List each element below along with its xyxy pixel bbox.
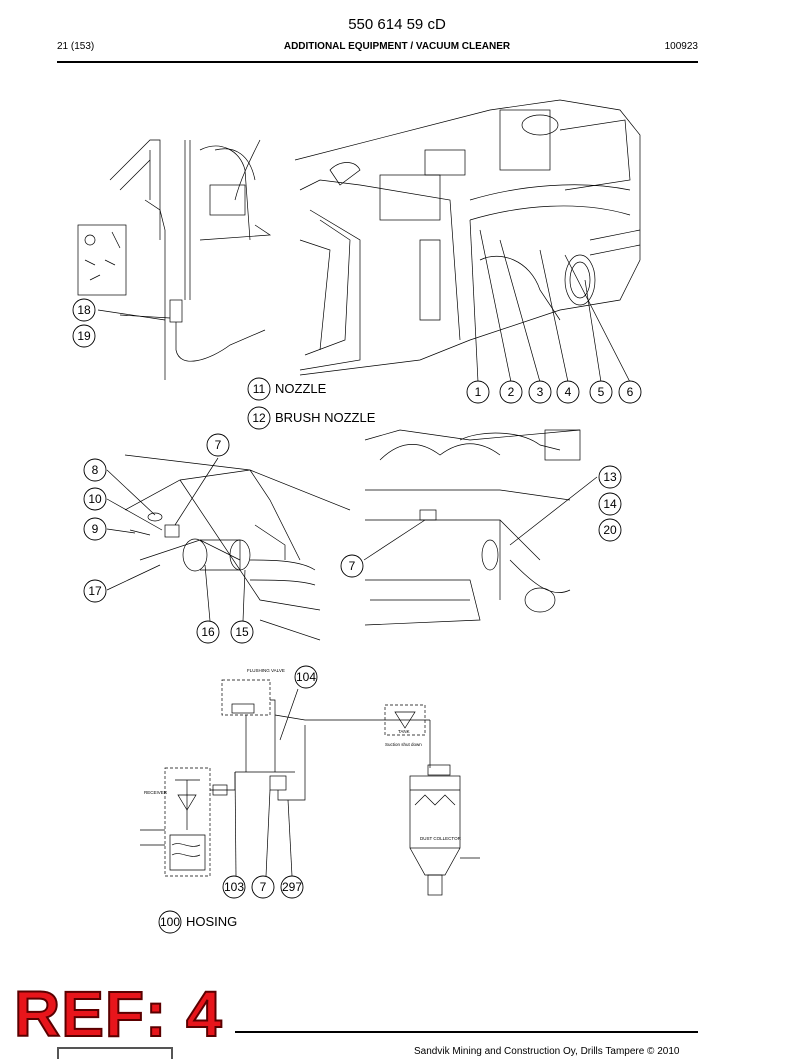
header-rule: [57, 61, 698, 63]
logo-mark: [57, 1047, 173, 1059]
detail-machine-cab: [294, 99, 641, 376]
callout-7-mid-right: 7: [349, 559, 356, 573]
callout-6: 6: [627, 385, 634, 399]
hosing-label: HOSING: [186, 914, 237, 929]
callout-16: 16: [201, 625, 215, 639]
callout-100: 100: [160, 915, 180, 929]
callout-18: 18: [77, 303, 91, 317]
tank-label: TANK: [398, 729, 410, 734]
dust-collector-label: DUST COLLECTOR: [420, 836, 462, 841]
detail-hose-routing: [364, 429, 581, 626]
detail-valve-panel: [77, 139, 272, 380]
callout-10: 10: [88, 492, 102, 506]
nozzle-label: NOZZLE: [275, 381, 327, 396]
footer-copyright: Sandvik Mining and Construction Oy, Dril…: [414, 1046, 680, 1057]
callout-20: 20: [603, 523, 617, 537]
date-code: 100923: [664, 41, 698, 52]
callout-17: 17: [88, 584, 102, 598]
suction-shut-down-label: Suction shut down: [385, 742, 422, 747]
callout-13: 13: [603, 470, 617, 484]
callout-7-mid-left: 7: [215, 438, 222, 452]
callout-11: 11: [253, 382, 266, 396]
callout-9: 9: [92, 522, 99, 536]
callout-8: 8: [92, 463, 99, 477]
document-number: 550 614 59 cD: [348, 16, 446, 33]
receiver-label: RECEIVER: [144, 790, 168, 795]
hosing-schematic: [140, 679, 480, 896]
detail-nozzle-bracket: [124, 454, 351, 641]
callout-2: 2: [508, 385, 515, 399]
ref-stamp: REF: 4: [13, 978, 223, 1050]
callout-15: 15: [235, 625, 249, 639]
callout-14: 14: [603, 497, 617, 511]
callout-297: 297: [282, 880, 302, 894]
page-number: 21 (153): [57, 41, 95, 52]
callout-leaders: [97, 219, 631, 877]
callout-104: 104: [296, 670, 316, 684]
brush-nozzle-label: BRUSH NOZZLE: [275, 410, 376, 425]
callout-4: 4: [565, 385, 572, 399]
callout-1: 1: [475, 385, 482, 399]
callout-103: 103: [224, 880, 244, 894]
callout-19: 19: [77, 329, 91, 343]
callout-12: 12: [252, 411, 266, 425]
footer-rule: [235, 1031, 698, 1033]
callout-5: 5: [598, 385, 605, 399]
callout-7-schematic: 7: [260, 880, 267, 894]
flushing-valve-label: FLUSHING VALVE: [247, 668, 285, 673]
callout-3: 3: [537, 385, 544, 399]
section-title: ADDITIONAL EQUIPMENT / VACUUM CLEANER: [283, 41, 511, 52]
